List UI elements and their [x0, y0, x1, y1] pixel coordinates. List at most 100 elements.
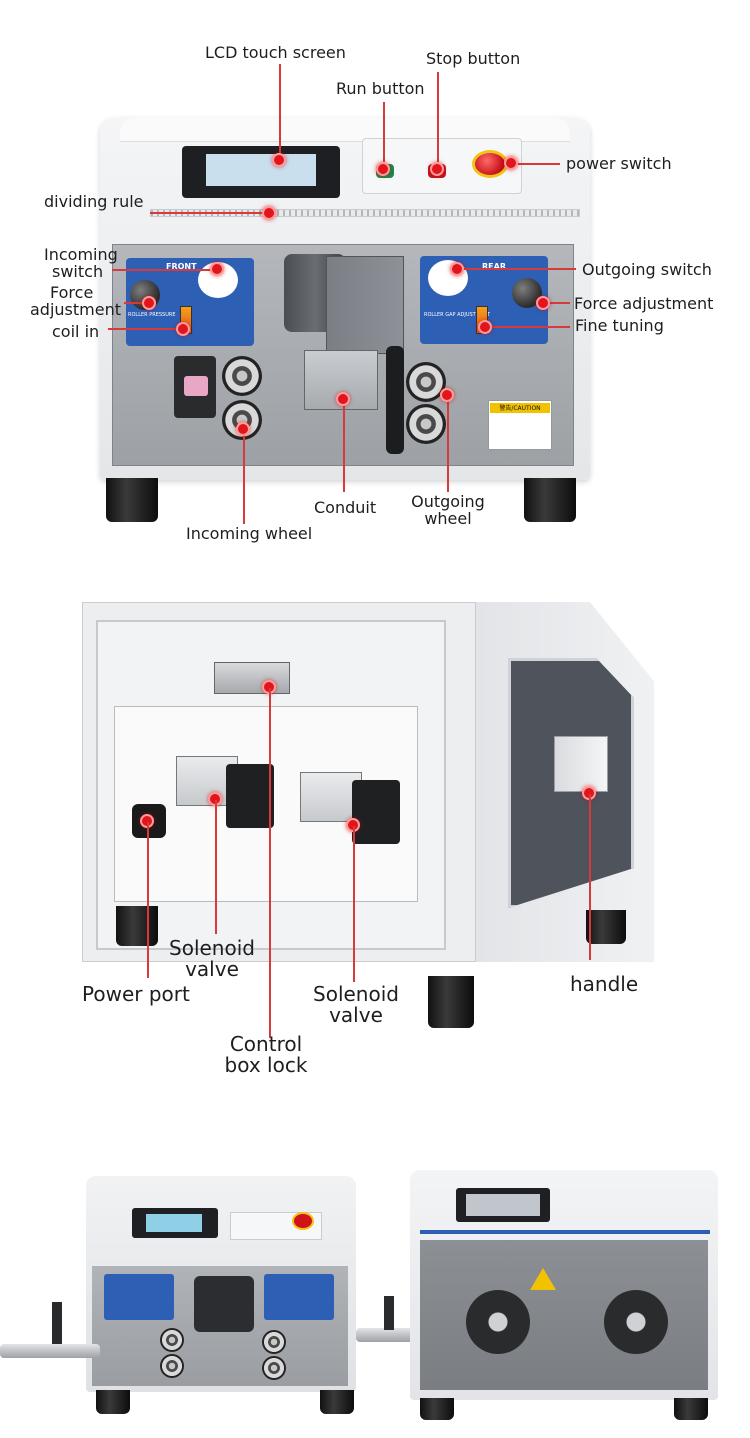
- label-solenoid-left-l2: valve: [185, 957, 239, 981]
- marker-force-right: [536, 296, 550, 310]
- marker-coil-in: [176, 322, 190, 336]
- front-view-panel: FRONT ROLLER PRESSURE REAR ROLLER GAP AD…: [0, 0, 750, 560]
- lcd-screen: [206, 154, 316, 186]
- marker-dividing-rule: [262, 206, 276, 220]
- plate-front-subtext: ROLLER PRESSURE: [128, 312, 176, 318]
- leader-dividing-rule: [150, 212, 268, 214]
- label-control-box-lock-l2: box lock: [224, 1053, 308, 1077]
- leader-control-box-lock: [269, 688, 271, 1038]
- outgoing-wheel-bottom: [406, 404, 446, 444]
- label-incoming-wheel: Incoming wheel: [186, 524, 313, 543]
- valve-left-coil: [226, 764, 274, 828]
- label-power-port: Power port: [82, 982, 190, 1006]
- center-block: [326, 256, 404, 354]
- guide-rail-left: [0, 1344, 100, 1358]
- leader-stop: [437, 72, 439, 162]
- left-machine-lcd-screen: [146, 1214, 202, 1232]
- label-force-left: Force adjustment: [30, 283, 121, 319]
- label-power-switch: power switch: [566, 154, 672, 173]
- label-solenoid-right-l2: valve: [329, 1003, 383, 1027]
- label-force-left-l1: Force: [50, 283, 94, 302]
- label-control-box-lock-l1: Control: [229, 1032, 303, 1056]
- product-photo-panel: [0, 1160, 750, 1438]
- marker-lcd: [272, 153, 286, 167]
- label-coil-in: coil in: [52, 322, 100, 341]
- left-machine-plate-l: [104, 1274, 174, 1320]
- label-incoming-switch-l2: switch: [52, 261, 104, 281]
- label-control-box-lock: Control box lock: [210, 1034, 322, 1076]
- foot-front-left: [106, 478, 158, 522]
- label-outgoing-wheel-l1: Outgoing: [411, 492, 485, 511]
- guide-post-left: [52, 1302, 62, 1344]
- leader-lcd: [279, 64, 281, 156]
- label-run: Run button: [336, 79, 425, 98]
- leader-force-right: [544, 302, 570, 304]
- foot-back-left: [116, 906, 158, 946]
- right-machine-stripe: [420, 1230, 710, 1234]
- label-solenoid-left-l1: Solenoid: [169, 936, 255, 960]
- label-solenoid-right-l1: Solenoid: [313, 982, 399, 1006]
- right-machine-foot-l: [420, 1398, 454, 1420]
- label-solenoid-left: Solenoid valve: [156, 938, 268, 980]
- emergency-stop-hw: [472, 150, 508, 178]
- label-outgoing-wheel-l2: wheel: [424, 508, 472, 528]
- leader-outgoing-wheel: [447, 396, 449, 492]
- outgoing-belt: [386, 346, 404, 454]
- leader-solenoid-right: [353, 826, 355, 982]
- marker-fine-tuning: [478, 320, 492, 334]
- left-machine-foot-r: [320, 1390, 354, 1414]
- marker-run: [376, 162, 390, 176]
- left-machine-wheel-b: [160, 1354, 184, 1378]
- label-solenoid-right: Solenoid valve: [300, 984, 412, 1026]
- plate-front-label: FRONT: [166, 262, 197, 271]
- caution-header: 警告/CAUTION: [490, 403, 550, 413]
- marker-force-left: [142, 296, 156, 310]
- marker-power-switch: [504, 156, 518, 170]
- marker-outgoing-wheel: [440, 388, 454, 402]
- leader-fine-tuning: [488, 326, 570, 328]
- incoming-guide-pink: [184, 376, 208, 396]
- leader-solenoid-left: [215, 800, 217, 934]
- label-outgoing-switch: Outgoing switch: [582, 260, 712, 279]
- label-fine-tuning: Fine tuning: [575, 316, 664, 335]
- label-force-left-l2: adjustment: [30, 299, 121, 319]
- left-machine-foot-l: [96, 1390, 130, 1414]
- plate-rear-label: REAR: [482, 262, 506, 271]
- leader-incoming-wheel: [243, 430, 245, 524]
- guide-rail-mid: [356, 1328, 420, 1342]
- control-box-lock-hw: [214, 662, 290, 694]
- foot-back-mid: [428, 976, 474, 1028]
- valve-right-coil: [352, 780, 400, 844]
- leader-conduit: [343, 400, 345, 492]
- marker-outgoing-switch: [450, 262, 464, 276]
- right-machine-lcd-screen: [466, 1194, 540, 1216]
- label-force-right: Force adjustment: [574, 294, 714, 313]
- left-machine-wheel-d: [262, 1356, 286, 1380]
- left-machine-plate-r: [264, 1274, 334, 1320]
- label-handle: handle: [570, 972, 639, 996]
- leader-power-port: [147, 822, 149, 978]
- plate-rear-subtext: ROLLER GAP ADJUSTMENT: [424, 312, 491, 318]
- label-incoming-switch-l1: Incoming: [44, 245, 118, 264]
- foot-front-right: [524, 478, 576, 522]
- outgoing-wheel-top: [406, 362, 446, 402]
- label-lcd: LCD touch screen: [205, 43, 346, 62]
- side-grey-panel: [508, 658, 634, 908]
- leader-outgoing-switch: [458, 268, 576, 270]
- leader-incoming-switch: [112, 269, 216, 271]
- leader-force-left: [124, 302, 148, 304]
- label-outgoing-wheel: Outgoing wheel: [408, 492, 488, 528]
- leader-handle: [589, 794, 591, 960]
- leader-run: [383, 102, 385, 162]
- label-incoming-switch: Incoming switch: [44, 245, 118, 281]
- left-machine-motor: [194, 1276, 254, 1332]
- left-machine-wheel-c: [262, 1330, 286, 1354]
- label-conduit: Conduit: [314, 498, 377, 517]
- marker-stop: [430, 162, 444, 176]
- label-stop: Stop button: [426, 49, 521, 68]
- back-view-panel: Solenoid valve Power port Solenoid valve…: [0, 560, 750, 1100]
- valve-right-body: [300, 772, 362, 822]
- right-machine-foot-r: [674, 1398, 708, 1420]
- marker-incoming-wheel: [236, 422, 250, 436]
- guide-post-mid: [384, 1296, 394, 1330]
